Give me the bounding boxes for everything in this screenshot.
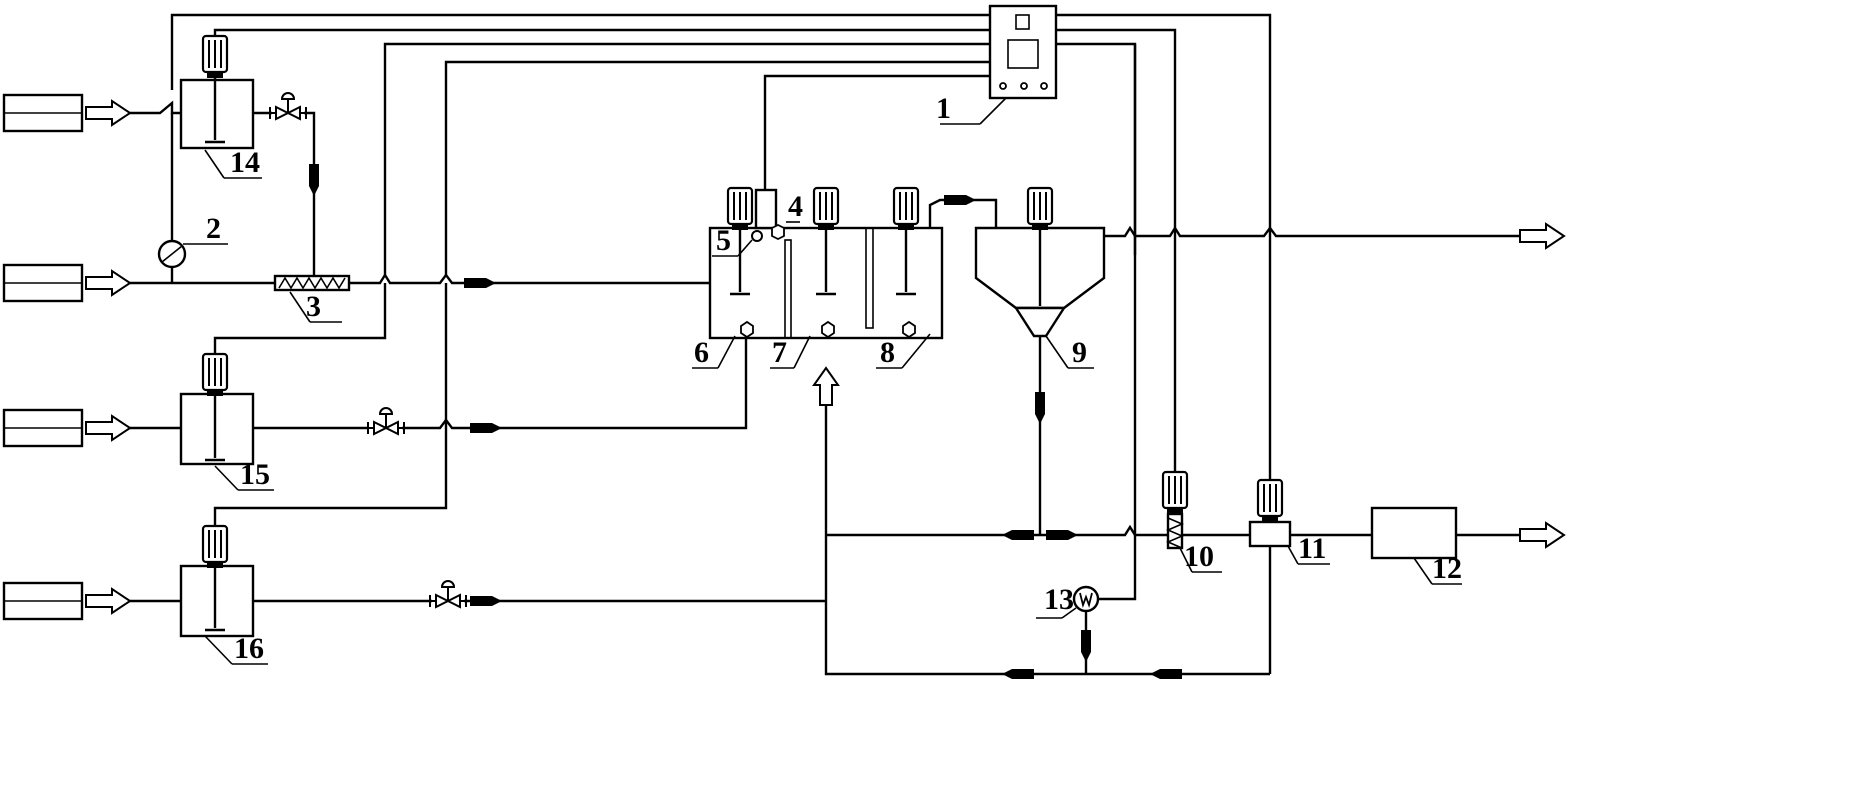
sensor-housing bbox=[754, 188, 778, 230]
label-10: 10 bbox=[1184, 540, 1214, 573]
leader-line-11 bbox=[1287, 545, 1299, 565]
control-cabinet bbox=[988, 4, 1058, 100]
motor-icon-9 bbox=[1026, 186, 1054, 232]
dewatering-unit-11 bbox=[1248, 520, 1292, 548]
motor-icon-10 bbox=[1161, 470, 1189, 516]
flow-marker-14 bbox=[309, 164, 319, 196]
label-1: 1 bbox=[936, 92, 951, 125]
input-arrow-3 bbox=[85, 415, 131, 441]
label-16: 16 bbox=[234, 632, 264, 665]
flow-marker-sludge-2 bbox=[1046, 530, 1078, 540]
label-13: 13 bbox=[1044, 583, 1074, 616]
label-8: 8 bbox=[880, 336, 895, 369]
flow-marker-sludge-1 bbox=[1002, 530, 1034, 540]
input-arrow-4 bbox=[85, 588, 131, 614]
effluent-line bbox=[1104, 225, 1520, 238]
feed-line-14 bbox=[130, 100, 181, 115]
leader-line-1 bbox=[979, 97, 1007, 125]
leader-line-9 bbox=[1045, 335, 1069, 369]
label-3: 3 bbox=[306, 290, 321, 323]
overflow-pipe bbox=[928, 198, 998, 228]
raw-material-box-4 bbox=[2, 581, 84, 621]
sludge-transfer-line bbox=[826, 524, 1250, 537]
air-inlet-arrow bbox=[812, 366, 840, 406]
flow-marker-16 bbox=[470, 596, 502, 606]
valve-icon-14 bbox=[269, 92, 307, 120]
input-arrow-2 bbox=[85, 270, 131, 296]
leader-line-6 bbox=[717, 335, 736, 369]
leader-line-12 bbox=[1413, 557, 1433, 585]
flow-marker-13 bbox=[1081, 630, 1091, 662]
valve-icon-16 bbox=[429, 580, 467, 608]
motor-icon-11 bbox=[1256, 478, 1284, 524]
motor-icon-8 bbox=[892, 186, 920, 232]
sensor-4-icon bbox=[771, 223, 785, 241]
motor-icon-6 bbox=[726, 186, 754, 232]
label-6: 6 bbox=[694, 336, 709, 369]
sludge-outlet-arrow bbox=[1519, 522, 1565, 548]
screw-conveyor-10 bbox=[1165, 512, 1185, 550]
sludge-storage-12 bbox=[1370, 506, 1458, 560]
leader-line-10 bbox=[1179, 547, 1193, 573]
label-7: 7 bbox=[772, 336, 787, 369]
effluent-outlet-arrow bbox=[1519, 223, 1565, 249]
sensor-5-icon bbox=[751, 230, 763, 242]
label-9: 9 bbox=[1072, 336, 1087, 369]
probe-icon-8 bbox=[902, 320, 916, 339]
motor-icon-14 bbox=[201, 34, 229, 80]
settling-tank-9 bbox=[974, 226, 1106, 338]
label-5: 5 bbox=[716, 224, 731, 257]
label-2: 2 bbox=[206, 212, 221, 245]
leader-line-8 bbox=[901, 333, 931, 369]
probe-icon-6 bbox=[740, 320, 754, 339]
flow-marker-15 bbox=[470, 423, 502, 433]
input-arrow-1 bbox=[85, 100, 131, 126]
label-12: 12 bbox=[1432, 552, 1462, 585]
leader-line-3 bbox=[289, 291, 311, 323]
leader-line-5 bbox=[737, 239, 753, 257]
return-loop bbox=[824, 405, 1270, 676]
motor-icon-16 bbox=[201, 524, 229, 570]
raw-material-box-3 bbox=[2, 408, 84, 448]
flow-marker-overflow bbox=[944, 195, 976, 205]
flow-marker-main bbox=[464, 278, 496, 288]
probe-icon-7 bbox=[821, 320, 835, 339]
motor-icon-15 bbox=[201, 352, 229, 398]
label-11: 11 bbox=[1298, 532, 1326, 565]
valve-icon-15 bbox=[367, 407, 405, 435]
raw-material-box-2 bbox=[2, 263, 84, 303]
flow-marker-return-2 bbox=[1150, 669, 1182, 679]
label-4: 4 bbox=[788, 190, 803, 223]
raw-material-box-1 bbox=[2, 93, 84, 133]
label-14: 14 bbox=[230, 146, 260, 179]
label-15: 15 bbox=[240, 458, 270, 491]
flow-marker-sludge bbox=[1035, 392, 1045, 424]
static-mixer-3 bbox=[273, 274, 351, 292]
flow-marker-return-1 bbox=[1002, 669, 1034, 679]
leader-line-7 bbox=[793, 335, 811, 369]
leader-line-13 bbox=[1061, 607, 1077, 619]
motor-icon-7 bbox=[812, 186, 840, 232]
